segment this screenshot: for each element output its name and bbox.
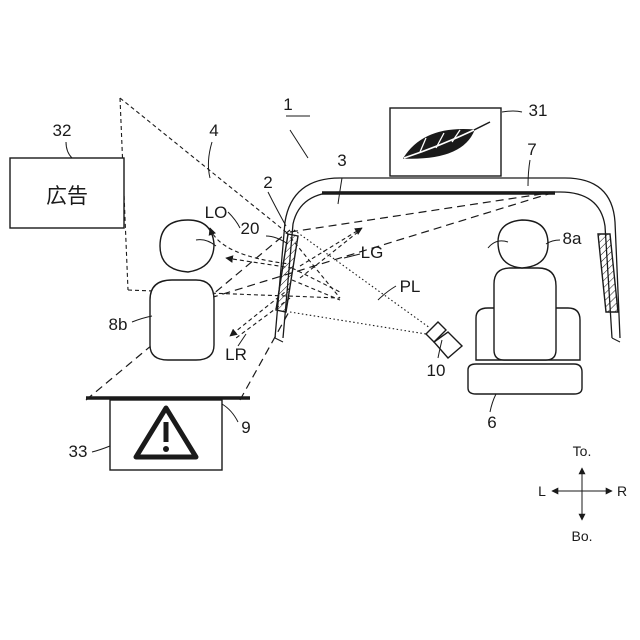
dir-right: R: [617, 483, 627, 499]
ref-3: 3: [337, 151, 346, 170]
right-pillar-window: [598, 234, 618, 312]
ref-8a: 8a: [563, 229, 582, 248]
dir-left: L: [538, 483, 546, 499]
label-PL: PL: [400, 277, 421, 296]
occupant-8b: [150, 220, 216, 360]
light-paths: [210, 228, 430, 338]
ref-9: 9: [241, 418, 250, 437]
direction-indicator: To. Bo. L R: [538, 443, 627, 544]
ref-8b: 8b: [109, 315, 128, 334]
ref-2: 2: [263, 173, 272, 192]
ref-32: 32: [53, 121, 72, 140]
ref-6: 6: [487, 413, 496, 432]
label-LG: LG: [361, 243, 384, 262]
billboard-32: 広告: [10, 158, 124, 228]
ref-33: 33: [69, 442, 88, 461]
display-31: [390, 108, 501, 176]
billboard-text: 広告: [46, 184, 88, 208]
label-LR: LR: [225, 345, 247, 364]
camera-10: [426, 322, 462, 358]
ref-10: 10: [427, 361, 446, 380]
dir-top: To.: [573, 443, 592, 459]
billboard-projection-lines: [120, 98, 340, 298]
ref-31: 31: [529, 101, 548, 120]
ref-1: 1: [283, 95, 292, 114]
ref-4: 4: [209, 121, 218, 140]
label-LO: LO: [205, 203, 228, 222]
ref-7: 7: [527, 140, 536, 159]
ref-20: 20: [241, 219, 260, 238]
warning-sign-33: [86, 398, 250, 470]
dir-bottom: Bo.: [571, 528, 592, 544]
